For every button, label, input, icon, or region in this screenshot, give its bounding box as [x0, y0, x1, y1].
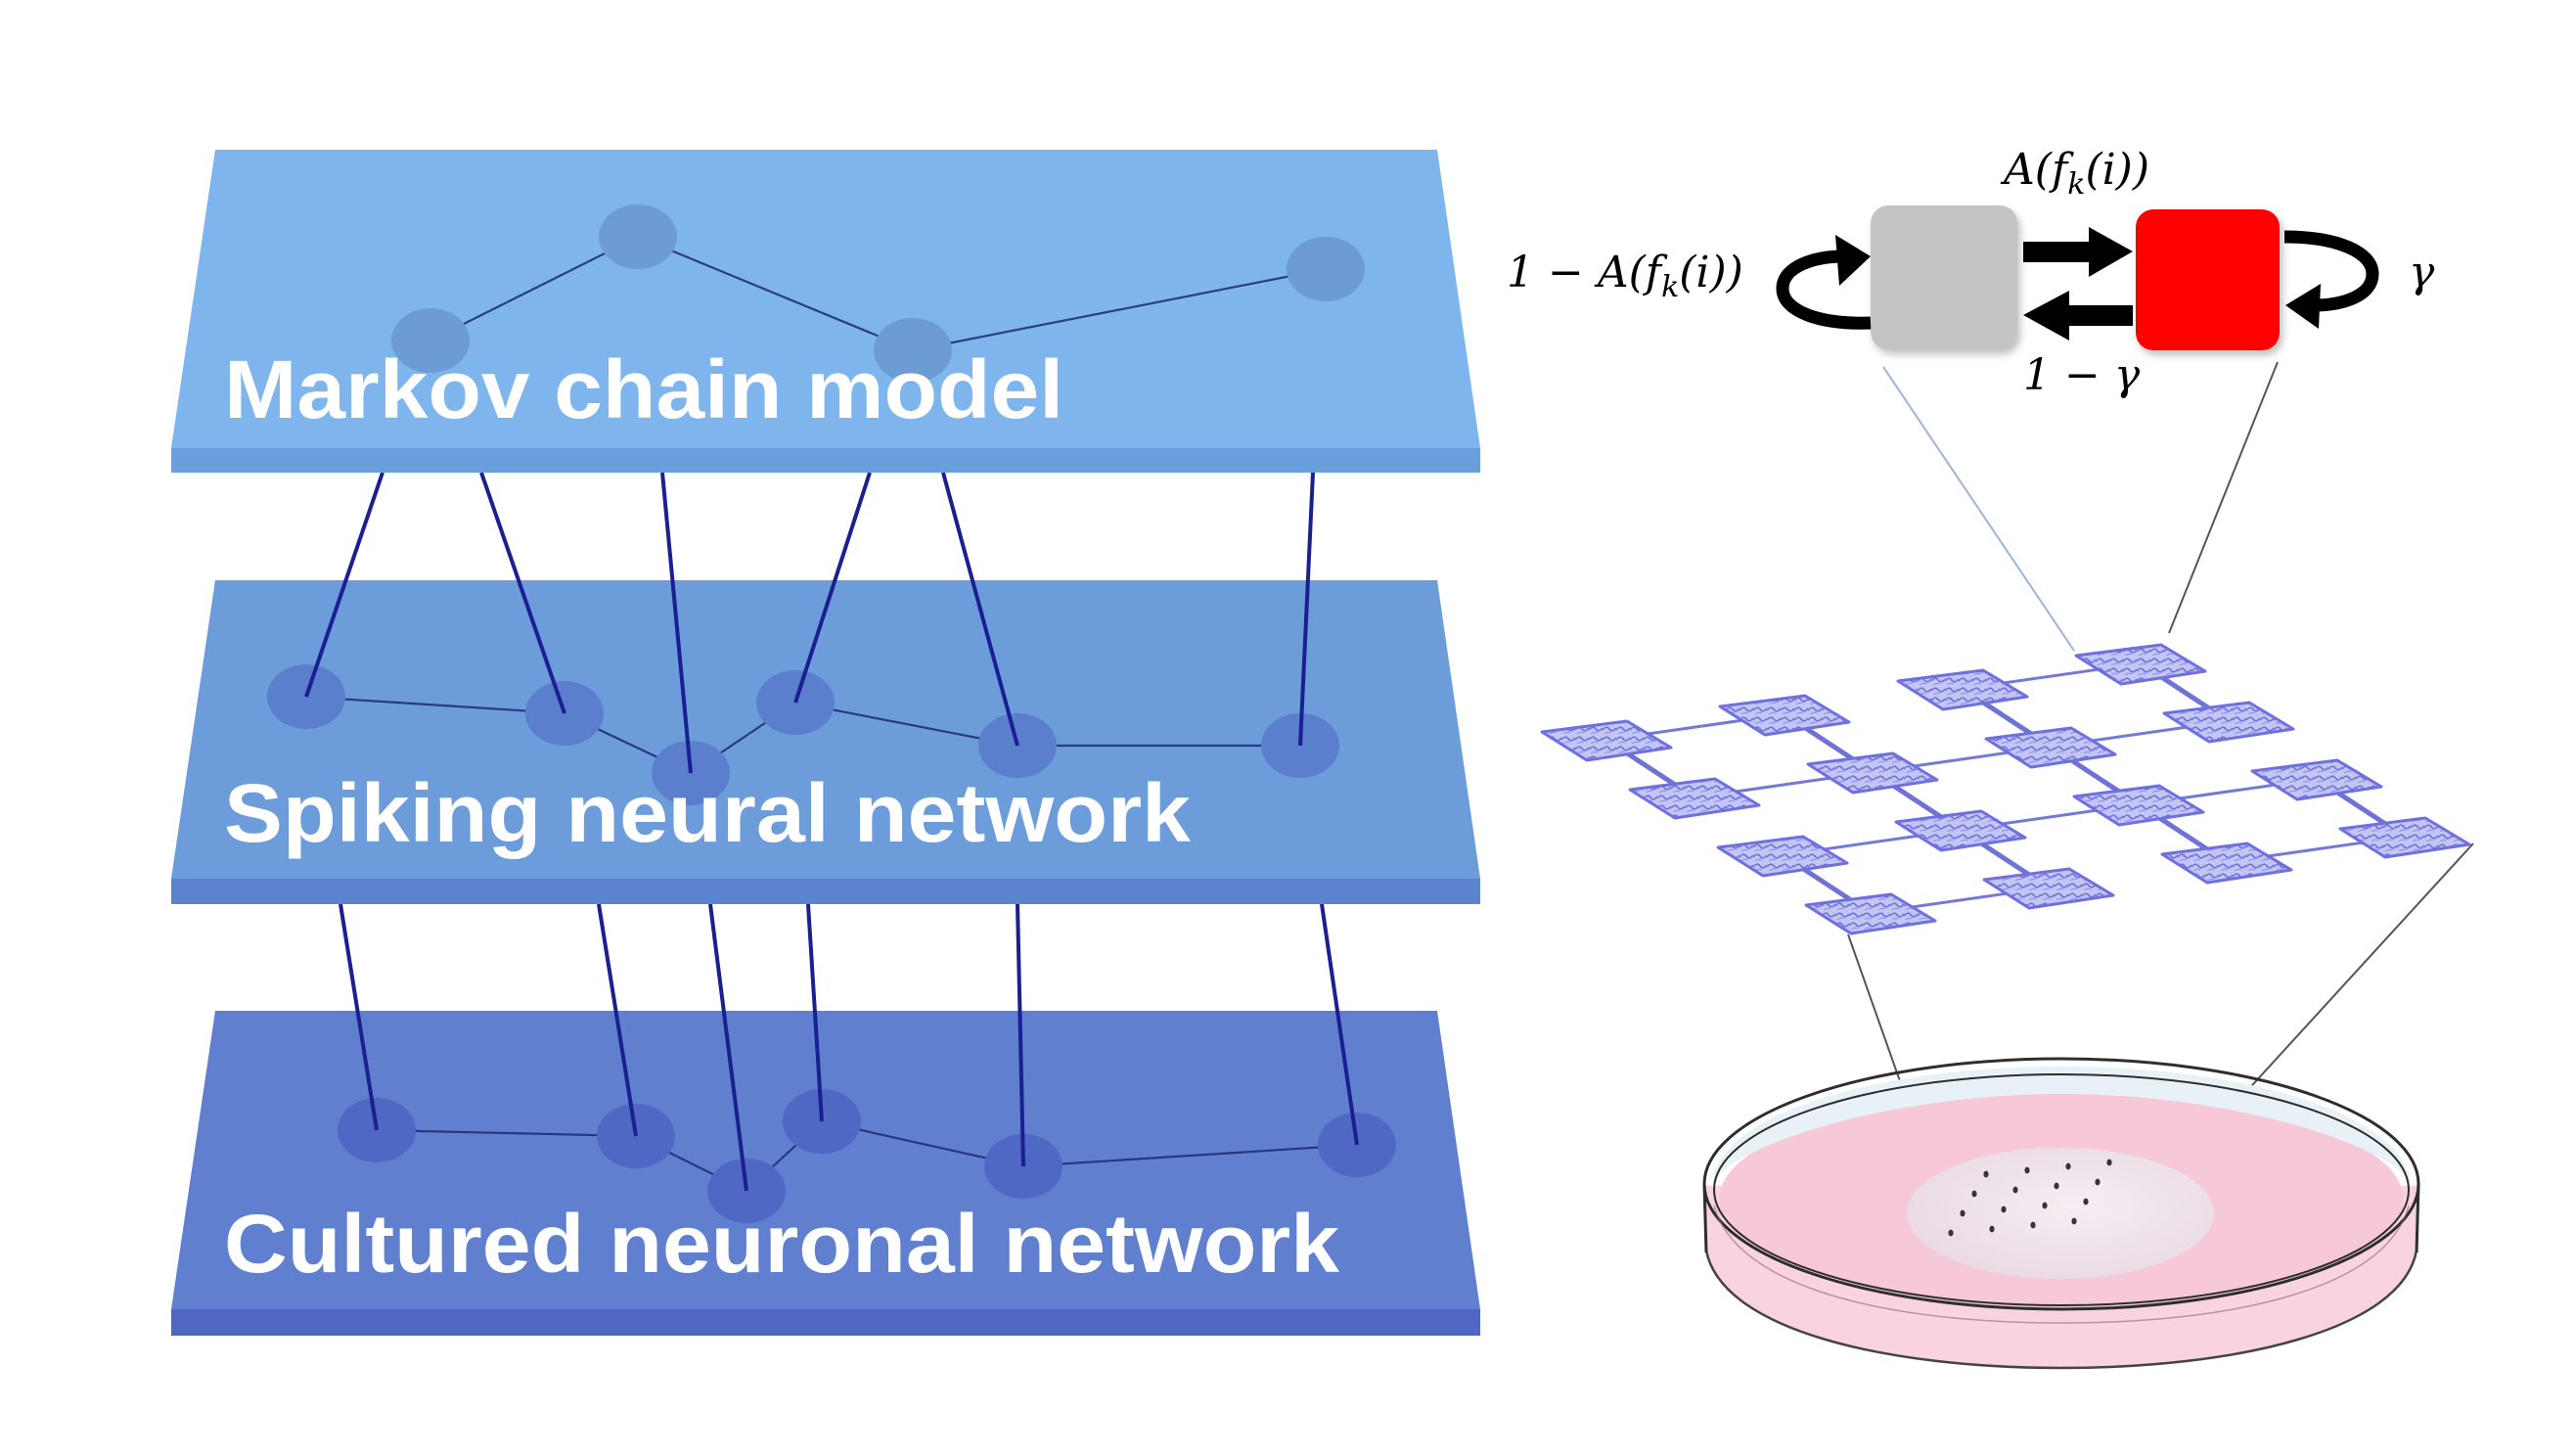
layer-edge: [912, 267, 1327, 352]
electrode-grid: [1540, 643, 2471, 935]
state-inactive-box: [1871, 205, 2017, 349]
interlayer-link: [660, 472, 693, 774]
layer-edge: [429, 236, 639, 341]
layer-front-edge: [171, 448, 1480, 473]
petri-dish: [1702, 1057, 2420, 1370]
layer-node: [874, 318, 952, 383]
electrode-tile: [1896, 668, 2029, 711]
electrode-tile: [2250, 758, 2383, 801]
interlayer-link: [1320, 903, 1359, 1146]
mea-electrode-dot: [2071, 1217, 2077, 1225]
layer-node: [391, 308, 470, 373]
layer-spiking-neural-network: Spiking neural network: [171, 580, 1480, 904]
interlayer-links-snn-cultured: [339, 903, 1359, 1192]
electrode-tile: [1984, 726, 2117, 769]
arrow-backward-icon: [2023, 291, 2133, 341]
layer-node: [599, 205, 677, 269]
interlayer-link: [1298, 472, 1315, 747]
mea-electrode-dot: [1989, 1225, 1995, 1233]
layer-edge: [637, 235, 914, 352]
layer-edges: [429, 235, 1327, 352]
layer-markov-chain-model: Markov chain model: [171, 150, 1480, 473]
layer-surface: [171, 150, 1480, 448]
electrode-tile: [2072, 784, 2205, 827]
mea-electrode-dot: [1971, 1190, 1977, 1198]
layer-label: Markov chain model: [224, 343, 1063, 435]
electrode-tile: [2074, 643, 2207, 686]
interlayer-link: [339, 903, 379, 1131]
layer-label: Cultured neuronal network: [224, 1198, 1339, 1290]
mea-electrode-dot: [1983, 1170, 1989, 1178]
layer-surface: [171, 580, 1480, 879]
projection-line-left: [1882, 366, 2075, 652]
grid-tiles: [1540, 643, 2471, 935]
dish-side-right: [2415, 1183, 2420, 1253]
mea-electrode-dot: [2042, 1202, 2048, 1209]
layer-nodes: [391, 205, 1365, 383]
electrode-tile: [1540, 719, 1673, 762]
transition-label-forward: A(fk(i)): [2000, 145, 2149, 202]
transition-label-backward: 1 − γ: [2023, 350, 2141, 400]
interlayer-link: [304, 472, 384, 698]
transition-label-self-active: γ: [2409, 248, 2435, 297]
transition-label-self-inactive: 1 − A(fk(i)): [1507, 248, 1743, 304]
mea-electrode-dot: [2065, 1162, 2071, 1170]
interlayer-link: [806, 903, 824, 1122]
electrode-tile: [1982, 867, 2115, 910]
layer-front-edge: [171, 879, 1480, 904]
electrode-tile: [1806, 751, 1939, 795]
mea-electrode-dot: [1960, 1209, 1966, 1217]
layer-stack: Cultured neuronal network Spiking neural…: [171, 150, 1480, 1336]
interlayer-links-markov-snn: [304, 472, 1315, 774]
state-active-box: [2136, 209, 2280, 350]
mea-electrodes: [1948, 1159, 2112, 1237]
layer-edge: [305, 695, 565, 715]
layer-label: Spiking neural network: [224, 767, 1191, 859]
mea-electrode-dot: [2106, 1159, 2112, 1166]
dish-side-left: [1702, 1183, 1708, 1253]
electrode-tile: [1894, 809, 2027, 852]
interlayer-link: [941, 472, 1019, 747]
dish-base-line: [1713, 1205, 2410, 1324]
projection-line-right: [2168, 361, 2279, 634]
layer-front-edge: [171, 1309, 1480, 1336]
electrode-tile: [1718, 694, 1851, 737]
interlayer-link: [597, 903, 638, 1137]
layer-surface: [171, 1011, 1480, 1309]
electrode-tile: [2162, 701, 2295, 744]
electrode-tile: [2160, 842, 2293, 885]
arrow-forward-icon: [2023, 227, 2133, 277]
layer-edge: [376, 1128, 637, 1138]
interlayer-link: [708, 903, 748, 1192]
mea-electrode-dot: [2054, 1182, 2059, 1190]
mea-electrode-dot: [2030, 1221, 2036, 1229]
mea-electrode-dot: [1948, 1229, 1954, 1237]
layer-cultured-neuronal-network: Cultured neuronal network: [171, 1011, 1480, 1336]
layer-node: [1287, 237, 1365, 301]
self-loop-active-icon: [2283, 230, 2379, 329]
electrode-tile: [1628, 777, 1761, 820]
mea-electrode-dot: [2012, 1186, 2018, 1194]
mea-electrode-dot: [2083, 1198, 2089, 1206]
interlayer-link: [793, 472, 872, 704]
mea-chip: [1907, 1148, 2214, 1279]
layer-edge: [1022, 1143, 1358, 1168]
mea-electrode-dot: [2001, 1206, 2007, 1213]
interlayer-link: [1016, 903, 1025, 1167]
markov-state-diagram: A(fk(i)) 1 − A(fk(i)) γ 1 − γ: [1507, 145, 2435, 652]
dish-rim-front: [1704, 1250, 2418, 1370]
mea-electrode-dot: [2024, 1166, 2030, 1174]
electrode-tile: [2338, 816, 2471, 859]
self-loop-inactive-icon: [1776, 235, 1872, 330]
dish-glass: [1712, 1067, 2411, 1188]
dish-rim-inner: [1713, 1073, 2410, 1306]
electrode-tile: [1716, 835, 1849, 878]
interlayer-link: [479, 472, 566, 714]
mea-electrode-dot: [2095, 1178, 2101, 1186]
electrode-tile: [1804, 892, 1937, 935]
